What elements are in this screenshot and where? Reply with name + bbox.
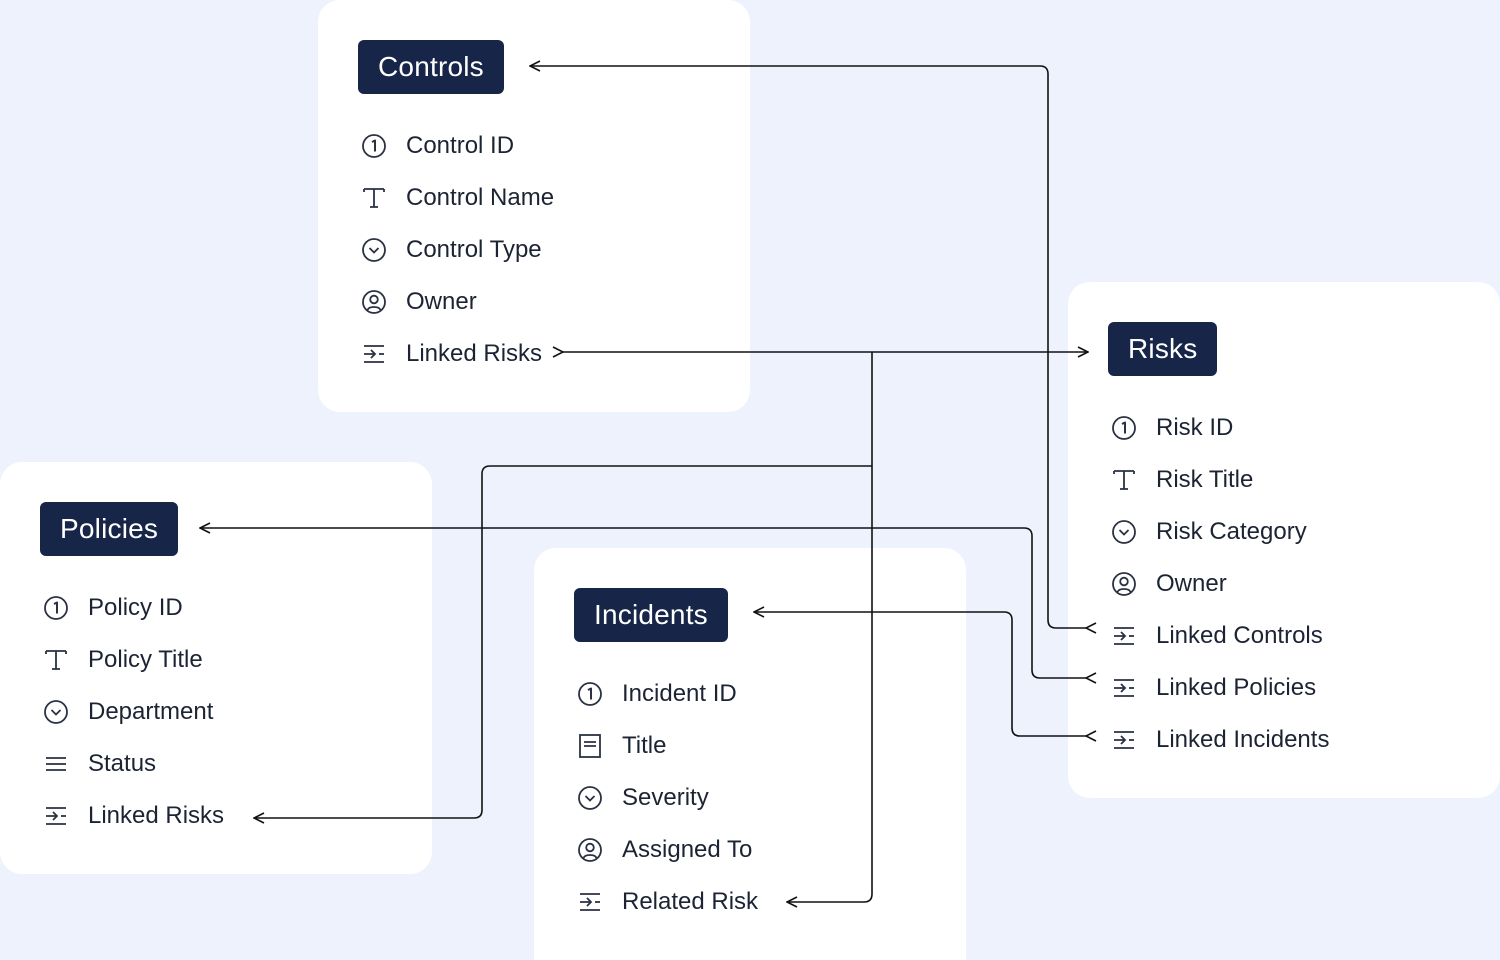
incidents-title: Incidents [574,588,728,642]
link-field-icon [1110,674,1138,702]
controls-field-control-type: Control Type [360,230,542,270]
controls-field-linked-risks: Linked Risks [360,334,542,374]
field-label: Control Type [406,236,542,263]
controls-field-control-name: Control Name [360,178,554,218]
id-number-icon [1110,414,1138,442]
field-label: Owner [406,288,477,315]
field-label: Department [88,698,214,725]
dropdown-icon [576,784,604,812]
dropdown-icon [1110,518,1138,546]
risks-field-owner: Owner [1110,564,1227,604]
policies-field-status: Status [42,744,156,784]
policies-field-policy-title: Policy Title [42,640,203,680]
field-label: Risk ID [1156,414,1234,441]
link-field-icon [42,802,70,830]
field-label: Policy ID [88,594,183,621]
field-label: Title [622,732,667,759]
risks-field-risk-category: Risk Category [1110,512,1307,552]
field-label: Linked Controls [1156,622,1323,649]
field-label: Risk Title [1156,466,1254,493]
field-label: Incident ID [622,680,737,707]
field-label: Related Risk [622,888,759,915]
field-label: Linked Policies [1156,674,1317,701]
link-field-icon [360,340,388,368]
list-icon [42,750,70,778]
field-label: Owner [1156,570,1227,597]
field-label: Control ID [406,132,515,159]
dropdown-icon [42,698,70,726]
field-label: Assigned To [622,836,753,863]
id-number-icon [576,680,604,708]
incidents-field-title: Title [576,726,666,766]
text-icon [1110,466,1138,494]
policies-title: Policies [40,502,179,556]
incidents-field-related-risk: Related Risk [576,882,758,922]
risks-field-risk-id: Risk ID [1110,408,1233,448]
risks-field-risk-title: Risk Title [1110,460,1253,500]
risks-field-linked-incidents: Linked Incidents [1110,720,1329,760]
risks-field-linked-controls: Linked Controls [1110,616,1323,656]
field-label: Severity [622,784,709,811]
text-icon [360,184,388,212]
field-label: Linked Risks [406,340,543,367]
policies-field-linked-risks: Linked Risks [42,796,224,836]
incidents-field-assigned-to: Assigned To [576,830,752,870]
text-icon [42,646,70,674]
user-icon [576,836,604,864]
link-field-icon [576,888,604,916]
policies-field-policy-id: Policy ID [42,588,183,628]
field-label: Risk Category [1156,518,1307,545]
link-field-icon [1110,622,1138,650]
user-icon [1110,570,1138,598]
document-icon [576,732,604,760]
link-field-icon [1110,726,1138,754]
id-number-icon [360,132,388,160]
field-label: Linked Incidents [1156,726,1330,753]
field-label: Linked Risks [88,802,225,829]
controls-title: Controls [358,40,504,94]
controls-field-control-id: Control ID [360,126,514,166]
controls-field-owner: Owner [360,282,477,322]
field-label: Policy Title [88,646,203,673]
dropdown-icon [360,236,388,264]
incidents-field-incident-id: Incident ID [576,674,737,714]
id-number-icon [42,594,70,622]
policies-field-department: Department [42,692,213,732]
incidents-field-severity: Severity [576,778,709,818]
risks-title: Risks [1108,322,1218,376]
field-label: Control Name [406,184,555,211]
risks-field-linked-policies: Linked Policies [1110,668,1316,708]
field-label: Status [88,750,157,777]
user-icon [360,288,388,316]
